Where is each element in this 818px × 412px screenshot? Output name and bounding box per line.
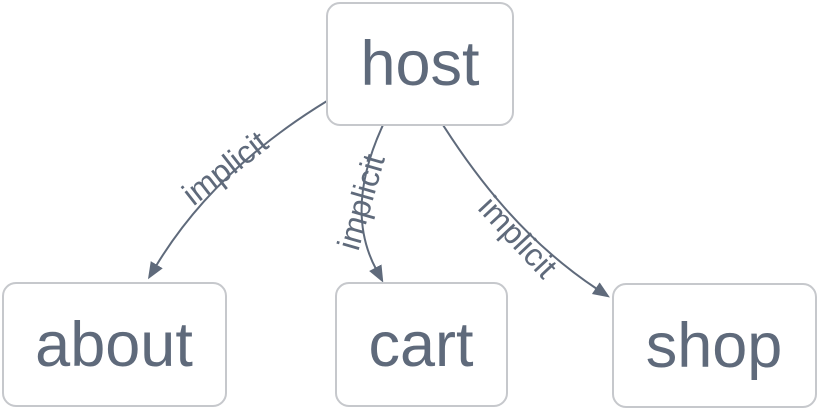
edge-host-cart-path bbox=[360, 124, 384, 283]
edge-host-cart: implicit bbox=[330, 124, 392, 283]
edge-host-shop-label: implicit bbox=[471, 189, 564, 285]
node-shop[interactable]: shop bbox=[612, 283, 817, 408]
node-about-box[interactable] bbox=[2, 282, 227, 407]
node-shop-label: shop bbox=[646, 311, 783, 381]
node-cart[interactable]: cart bbox=[335, 282, 508, 407]
edge-host-about: implicit bbox=[147, 100, 328, 280]
node-cart-label: cart bbox=[368, 310, 474, 380]
node-host-label: host bbox=[360, 29, 480, 99]
node-shop-box[interactable] bbox=[612, 283, 817, 408]
edge-host-cart-label: implicit bbox=[330, 150, 392, 254]
edge-host-shop-path bbox=[442, 124, 610, 298]
node-about-label: about bbox=[35, 310, 193, 380]
edge-host-about-label: implicit bbox=[175, 124, 274, 213]
node-host-box[interactable] bbox=[326, 2, 514, 126]
edge-host-shop: implicit bbox=[442, 124, 610, 298]
node-cart-box[interactable] bbox=[335, 282, 508, 407]
node-about[interactable]: about bbox=[2, 282, 227, 407]
node-host[interactable]: host bbox=[326, 2, 514, 126]
edge-host-about-path bbox=[147, 100, 328, 280]
